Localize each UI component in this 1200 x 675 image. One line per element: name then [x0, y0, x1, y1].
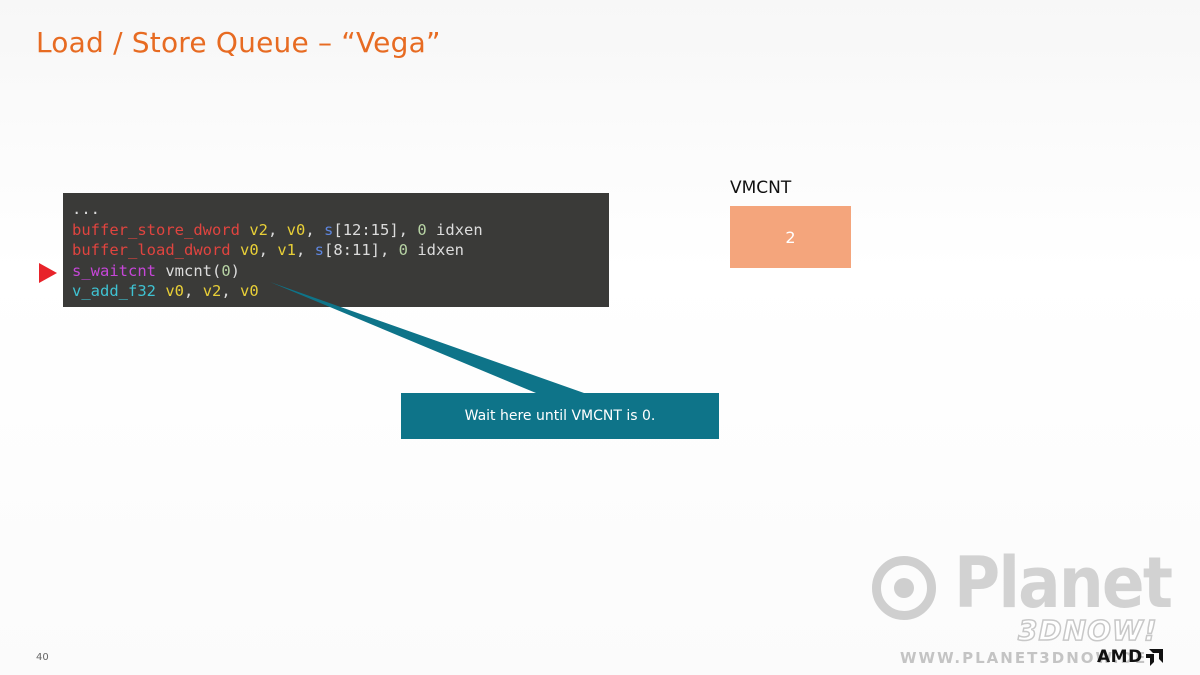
code-token: v0 [286, 220, 306, 239]
code-token: 0 [221, 261, 231, 280]
code-token: vmcnt( [156, 261, 222, 280]
watermark: Planet 3DNOW! WWW.PLANET3DNOW.DE [870, 542, 1200, 668]
code-token: v_add_f32 [72, 282, 156, 301]
code-token: v0 [165, 282, 185, 301]
vmcnt-value-box: 2 [730, 206, 851, 268]
code-token: s [314, 241, 325, 260]
code-token: , [184, 282, 203, 301]
code-token: buffer_store_dword [72, 220, 240, 239]
code-line: s_waitcnt vmcnt(0) [72, 261, 609, 282]
code-token: 0 [398, 241, 409, 260]
amd-logo: AMD [1097, 647, 1163, 667]
code-token: v0 [239, 241, 259, 260]
code-token: , [268, 220, 287, 239]
page-number: 40 [36, 652, 49, 663]
code-token: [12:15], [333, 220, 418, 239]
code-token: , [258, 241, 278, 260]
watermark-brand: Planet [954, 542, 1173, 624]
code-token: idxen [426, 220, 483, 239]
code-token: ) [230, 261, 241, 280]
current-line-marker-icon [39, 263, 57, 283]
code-token: v2 [249, 220, 268, 239]
code-line: v_add_f32 v0, v2, v0 [72, 281, 609, 302]
code-line: buffer_store_dword v2, v0, s[12:15], 0 i… [72, 220, 609, 241]
planet-logo-icon [872, 556, 936, 620]
vmcnt-label: VMCNT [730, 178, 792, 198]
callout-text: Wait here until VMCNT is 0. [464, 408, 656, 424]
code-token: idxen [408, 241, 465, 260]
code-listing: ... buffer_store_dword v2, v0, s[12:15], … [63, 193, 609, 307]
code-token: buffer_load_dword [72, 241, 231, 260]
code-token: v0 [240, 282, 259, 301]
code-token: ... [72, 200, 100, 218]
vmcnt-value: 2 [785, 227, 796, 247]
amd-logo-text: AMD [1097, 647, 1143, 667]
code-token: 0 [417, 220, 427, 239]
code-line: buffer_load_dword v0, v1, s[8:11], 0 idx… [72, 240, 609, 261]
code-token: [8:11], [324, 241, 399, 260]
code-token: , [305, 220, 325, 239]
watermark-sub: 3DNOW! [1017, 613, 1158, 648]
code-token: v2 [202, 282, 222, 301]
amd-arrow-icon [1145, 648, 1163, 666]
code-token: , [296, 241, 315, 260]
code-token: , [221, 282, 241, 301]
callout-pointer-shape [270, 282, 719, 439]
watermark-url: WWW.PLANET3DNOW.DE [900, 649, 1148, 667]
code-line: ... [72, 199, 609, 220]
code-token: v1 [277, 241, 296, 260]
code-token: s_waitcnt [72, 261, 156, 280]
code-token: s [324, 220, 334, 239]
slide-title: Load / Store Queue – “Vega” [36, 26, 441, 59]
